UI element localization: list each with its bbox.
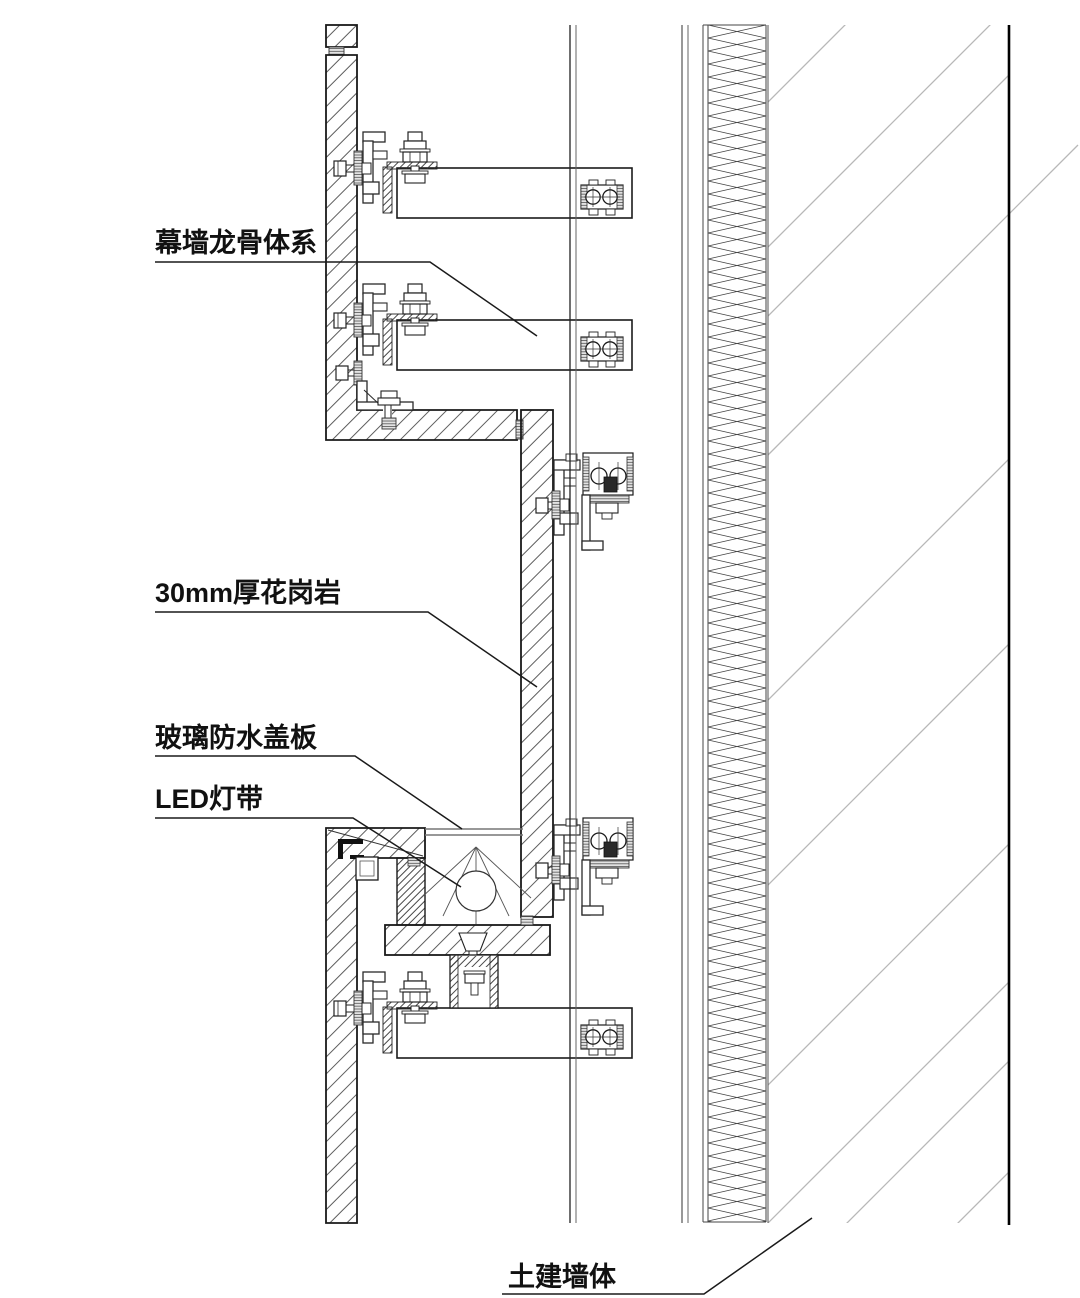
insulation-layer — [702, 24, 767, 1223]
cove-clip-bracket-leg — [338, 839, 343, 859]
glass-cover-plate — [425, 828, 523, 836]
stone-miter-line — [327, 829, 424, 857]
stone-joint-sealant — [328, 46, 345, 56]
led-lamp-circle — [455, 870, 497, 912]
keel-bracket-1 — [333, 131, 633, 219]
civil-wall-hatch-bleed — [767, 144, 1079, 456]
granite-bottom-sealant — [520, 915, 534, 926]
keel-bracket-2 — [333, 283, 633, 371]
label-led: LED灯带 — [155, 784, 263, 814]
leader-glass-cover — [155, 755, 463, 830]
annotations: 幕墙龙骨体系 30mm厚花岗岩 玻璃防水盖板 LED灯带 土建墙体 — [154, 228, 813, 1295]
led-cove — [338, 828, 532, 1009]
stone-panel-upper — [325, 54, 518, 441]
steel-keel-lines — [569, 25, 689, 1223]
cove-baffle — [396, 857, 426, 926]
label-keel: 幕墙龙骨体系 — [154, 228, 317, 258]
civil-wall-hatch — [768, 25, 1009, 1223]
leader-granite — [155, 611, 538, 688]
stone-cladding — [325, 24, 551, 1224]
baffle-gasket — [407, 857, 421, 867]
leader-keel — [155, 261, 538, 337]
led-light — [420, 846, 532, 924]
label-glass-cover: 玻璃防水盖板 — [155, 723, 317, 753]
soffit-corner-angle — [335, 360, 414, 430]
stone-panel-top — [325, 24, 358, 48]
label-civil-wall: 土建墙体 — [508, 1262, 617, 1292]
civil-wall — [767, 25, 1079, 1225]
cove-support-post — [449, 954, 499, 1009]
label-granite: 30mm厚花岗岩 — [155, 578, 341, 608]
led-channel-inner — [359, 860, 375, 877]
granite-panel — [520, 409, 554, 926]
leader-civil-wall — [502, 1217, 813, 1295]
cove-clip-bracket — [338, 839, 363, 844]
leader-led — [155, 817, 462, 888]
